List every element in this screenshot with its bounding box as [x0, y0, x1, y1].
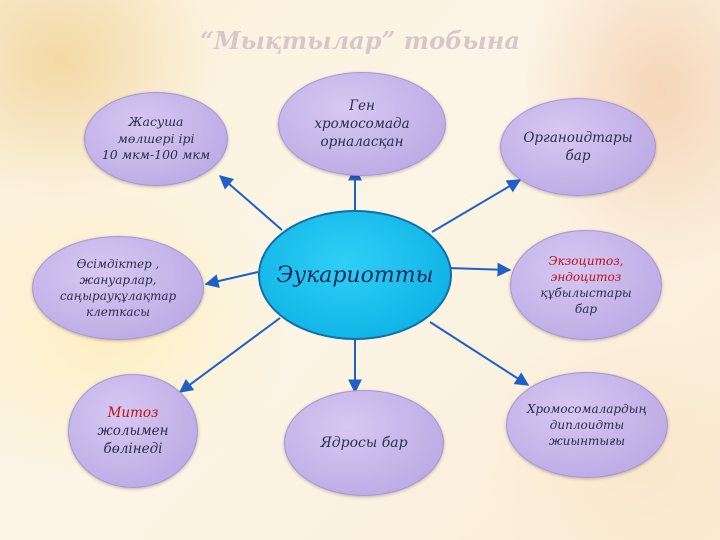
- node-mitosis: Митоз жолымен бөлінеді: [68, 374, 198, 488]
- arrow-to-bottom-left: [178, 317, 281, 393]
- node-cell-types-line-2: жануарлар,: [79, 272, 157, 287]
- node-nucleus-line-1: Ядросы бар: [320, 434, 408, 451]
- arrow-to-mid-right: [447, 262, 512, 277]
- arrow-to-mid-left: [204, 271, 259, 288]
- node-chromosome-set-line-1: Хромосомалардың: [526, 401, 648, 416]
- node-organoids-line-1: Органоидтары: [523, 129, 633, 146]
- node-chromosome-set-line-3: жиынтығы: [548, 434, 626, 449]
- arrow-to-top-left: [218, 175, 283, 231]
- node-exocytosis-red-2: эндоцитоз: [550, 269, 622, 284]
- node-nucleus: Ядросы бар: [284, 390, 444, 496]
- node-exocytosis-line-2: бар: [574, 302, 598, 317]
- node-gene-location-line-1: Ген: [349, 97, 375, 114]
- node-cell-size-line-3: 10 мкм-100 мкм: [101, 147, 211, 163]
- node-cell-size-line-1: Жасуша: [128, 113, 184, 129]
- node-exocytosis-red-1: Экзоцитоз,: [548, 253, 624, 268]
- node-chromosome-set: Хромосомалардың диплоидты жиынтығы: [506, 372, 668, 478]
- node-mitosis-line-2: бөлінеді: [103, 441, 163, 458]
- node-gene-location: Ген хромосомада орналасқан: [278, 72, 446, 176]
- center-node-eukaryotic: Эукариотты: [258, 210, 452, 340]
- node-cell-types-line-4: клеткасы: [85, 305, 151, 320]
- node-organoids: Органоидтары бар: [500, 98, 656, 196]
- node-mitosis-line-1: жолымен: [97, 422, 169, 439]
- slide-title: “Мықтылар” тобына: [200, 26, 520, 55]
- node-exocytosis-line-1: құбылыстары: [540, 286, 632, 300]
- node-chromosome-set-line-2: диплоидты: [549, 417, 625, 432]
- node-organoids-line-2: бар: [565, 148, 591, 164]
- node-gene-location-line-3: орналасқан: [320, 134, 404, 151]
- node-cell-types: Өсімдіктер , жануарлар, саңырауқұлақтар …: [32, 236, 204, 340]
- node-cell-types-line-1: Өсімдіктер ,: [76, 256, 160, 271]
- arrow-to-bottom-right: [429, 321, 530, 386]
- arrow-to-top-right: [431, 179, 522, 233]
- node-gene-location-line-2: хромосомада: [314, 115, 410, 132]
- node-cell-size: Жасуша мөлшері ірі 10 мкм-100 мкм: [84, 92, 228, 186]
- center-node-label: Эукариотты: [276, 262, 434, 288]
- node-cell-types-line-3: саңырауқұлақтар: [59, 289, 177, 303]
- node-exocytosis: Экзоцитоз, эндоцитоз құбылыстары бар: [510, 230, 662, 340]
- node-cell-size-line-2: мөлшері ірі: [117, 130, 195, 146]
- node-mitosis-red-1: Митоз: [107, 404, 159, 421]
